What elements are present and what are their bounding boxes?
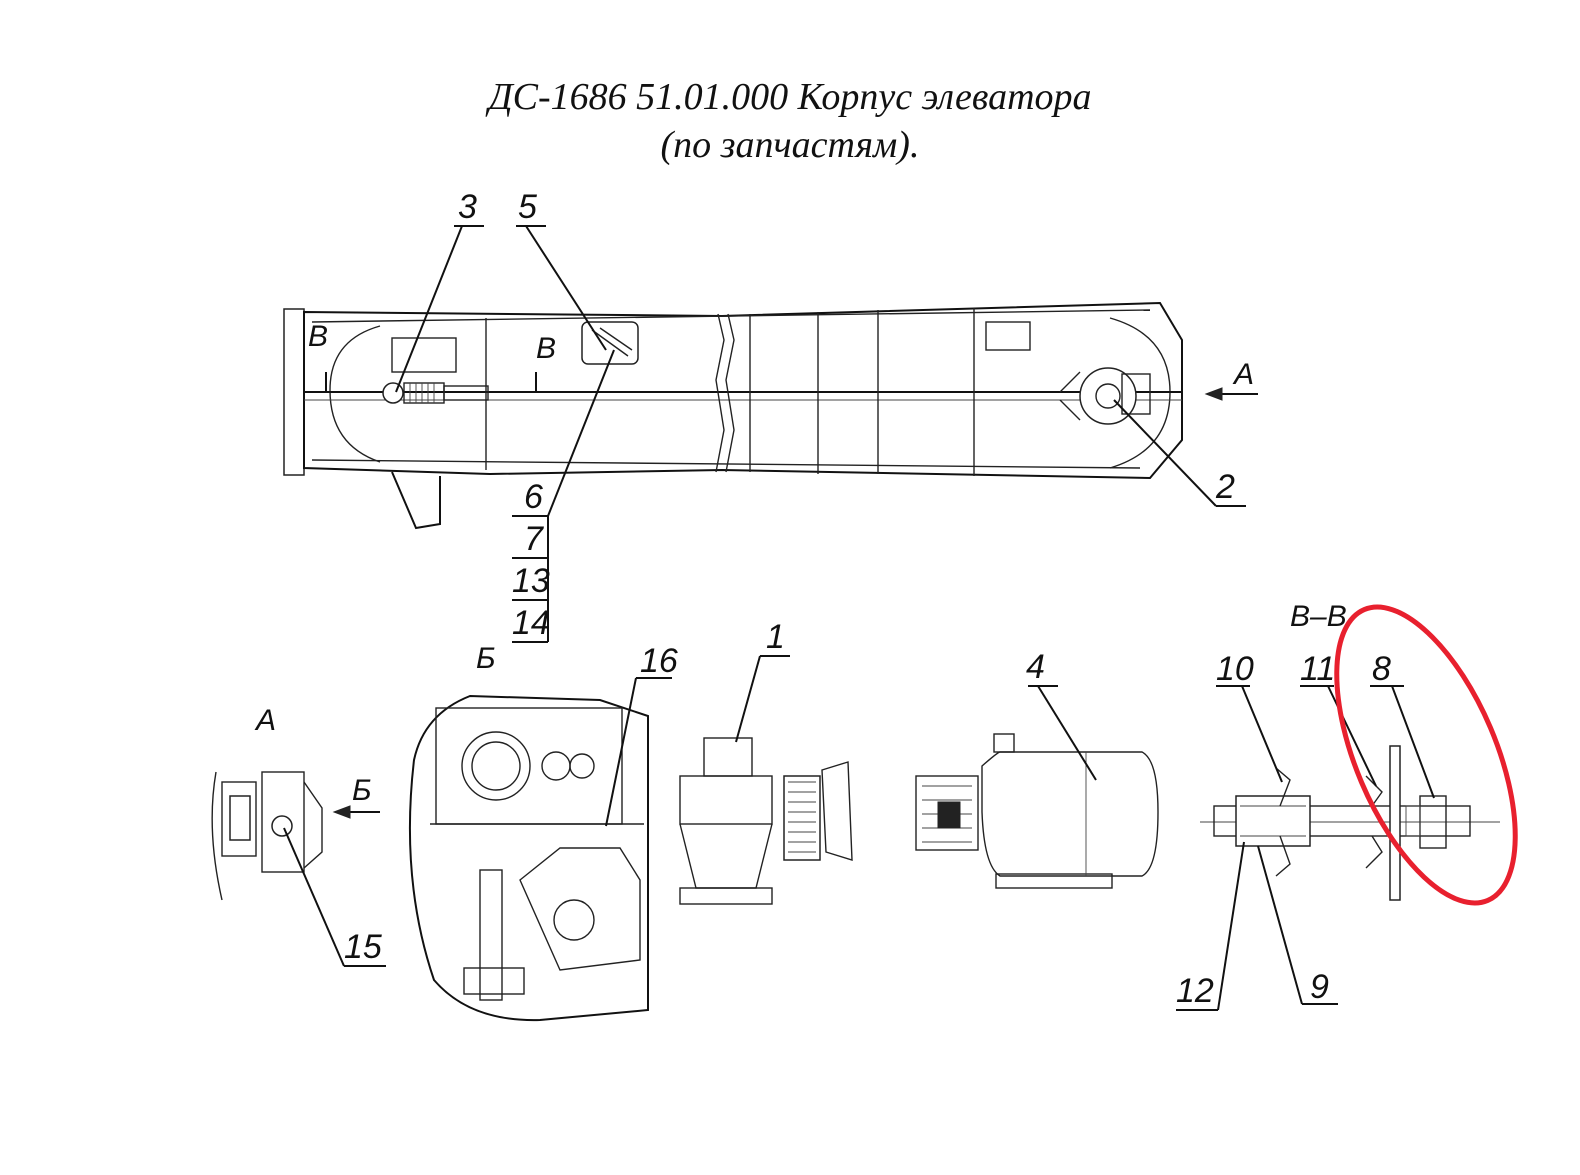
drive-pulley-assembly: 1 — [679, 618, 853, 905]
view-b-title: Б — [476, 642, 496, 675]
callout-11: 11 — [1300, 650, 1335, 688]
callout-15: 15 — [344, 928, 382, 966]
diagram-title: ДС-1686 51.01.000 Корпус элеватора — [488, 76, 1092, 118]
callout-2: 2 — [1215, 468, 1235, 506]
section-mark-right: В — [536, 332, 556, 365]
callout-5: 5 — [518, 188, 537, 226]
diagram-subtitle: (по запчастям). — [660, 124, 920, 166]
section-mark-left: В — [308, 320, 328, 353]
callout-14: 14 — [512, 604, 550, 642]
callout-6: 6 — [524, 478, 543, 516]
elevator-body: В В A — [283, 301, 1258, 530]
section-v-v: В–В 10 11 8 12 9 — [1176, 600, 1500, 1011]
view-arrow-b-label: Б — [352, 774, 372, 807]
callout-4: 4 — [1026, 648, 1045, 686]
callout-1: 1 — [766, 618, 785, 656]
callout-12: 12 — [1176, 972, 1214, 1010]
section-vv-title: В–В — [1290, 600, 1347, 633]
callouts-main: 3 5 6 7 13 14 2 — [395, 188, 1246, 643]
callout-7: 7 — [524, 520, 544, 558]
highlight-ellipse — [1334, 604, 1518, 906]
callout-13: 13 — [512, 562, 550, 600]
callout-9: 9 — [1310, 968, 1329, 1006]
callout-16: 16 — [640, 642, 678, 680]
view-a: A Б 15 — [211, 704, 386, 967]
callout-8: 8 — [1372, 650, 1391, 688]
view-arrow-a-label: A — [1232, 358, 1254, 391]
callout-3: 3 — [458, 188, 477, 226]
view-a-title: A — [254, 704, 276, 737]
electric-motor: 4 — [915, 648, 1159, 889]
view-b: Б 16 — [408, 642, 678, 1022]
callout-10: 10 — [1216, 650, 1254, 688]
